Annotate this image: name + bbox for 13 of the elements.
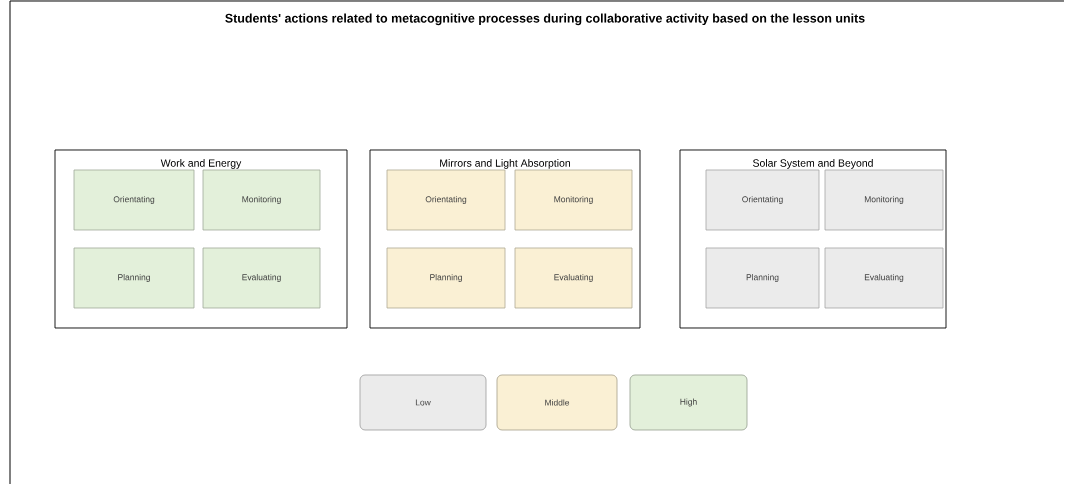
process-box: Monitoring — [824, 169, 944, 231]
process-box: Monitoring — [514, 169, 633, 231]
process-box: Evaluating — [202, 247, 321, 309]
title: Students' actions related to metacognitive processes during collaborative activity based on the lesson units — [225, 13, 865, 26]
process-box: Orientating — [705, 169, 820, 231]
process-box: Evaluating — [824, 247, 944, 309]
process-box: Monitoring — [202, 169, 321, 231]
process-box: Evaluating — [514, 247, 633, 309]
process-box: Planning — [705, 247, 820, 309]
process-box: Planning — [386, 247, 506, 309]
process-box: Planning — [73, 247, 195, 309]
process-box: Orientating — [73, 169, 195, 231]
process-box: Orientating — [386, 169, 506, 231]
